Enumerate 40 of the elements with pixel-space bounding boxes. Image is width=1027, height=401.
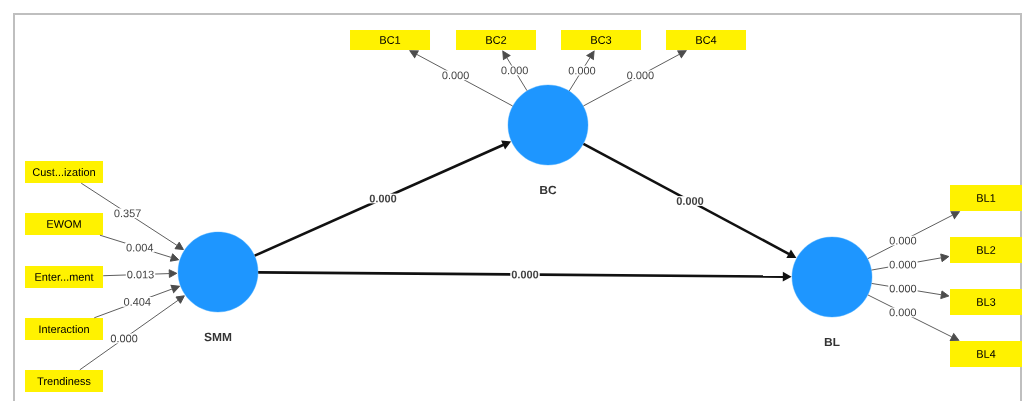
- indicator-box: BL2: [950, 237, 1022, 263]
- arrow: [502, 50, 528, 92]
- indicator-box: BL1: [950, 185, 1022, 211]
- construct-label: BL: [824, 337, 840, 347]
- edge-label: 0.000: [109, 333, 139, 344]
- arrow: [867, 294, 960, 341]
- edge-label: 0.004: [125, 242, 155, 253]
- arrow: [409, 50, 514, 107]
- edge-label: 0.000: [888, 235, 918, 246]
- indicator-box: BC2: [456, 30, 536, 50]
- indicator-box: EWOM: [25, 213, 103, 235]
- indicator-box: Enter...ment: [25, 266, 103, 288]
- edge-label: 0.000: [675, 196, 705, 206]
- indicator-box: Interaction: [25, 318, 103, 340]
- arrow: [80, 182, 184, 250]
- arrow: [568, 50, 595, 92]
- edge-label: 0.000: [888, 259, 918, 270]
- arrow: [79, 295, 185, 371]
- edge-label: 0.000: [440, 70, 471, 81]
- edge-label: 0.000: [499, 65, 530, 76]
- edge-label: 0.000: [888, 283, 918, 294]
- indicator-box: BL3: [950, 289, 1022, 315]
- indicator-box: BC1: [350, 30, 430, 50]
- edge-label: 0.000: [368, 193, 398, 204]
- construct-label: BC: [540, 185, 557, 195]
- edge-label: 0.000: [625, 70, 656, 81]
- edge-label: 0.000: [567, 65, 597, 76]
- arrow: [582, 50, 687, 107]
- arrow: [867, 211, 960, 260]
- indicator-box: Trendiness: [25, 370, 103, 392]
- edge-label: 0.357: [112, 208, 143, 219]
- indicator-box: BC3: [561, 30, 641, 50]
- edge-label: 0.404: [122, 297, 152, 307]
- edge-label: 0.013: [125, 269, 156, 280]
- construct-label: SMM: [204, 332, 232, 342]
- indicator-box: Cust...ization: [25, 161, 103, 183]
- indicator-box: BC4: [666, 30, 746, 50]
- edge-label: 0.000: [888, 307, 918, 318]
- edge-label: 0.000: [510, 269, 540, 280]
- indicator-box: BL4: [950, 341, 1022, 367]
